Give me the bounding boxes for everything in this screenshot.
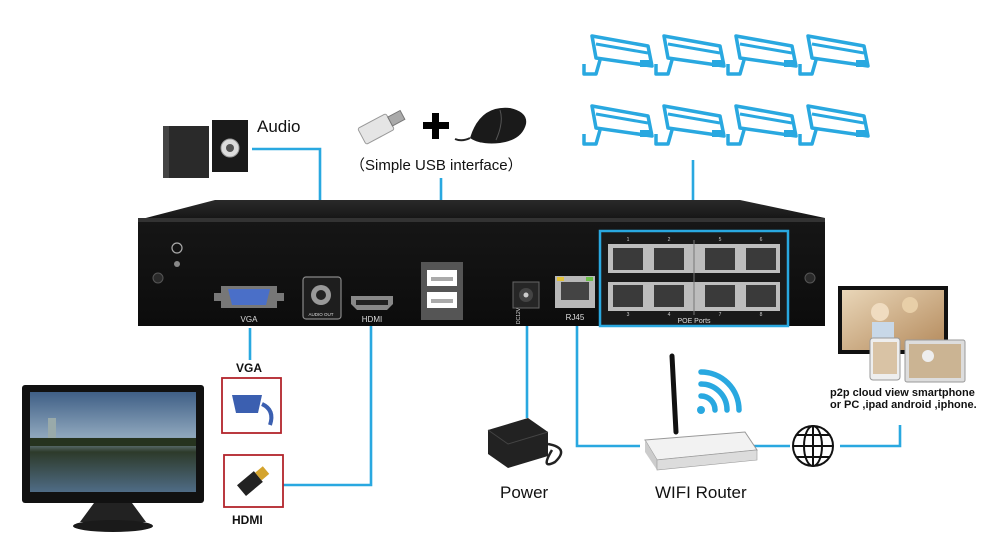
internet-devices-line bbox=[840, 425, 902, 448]
nvr-device: VGA AUDIO OUT HDMI DC12V RJ45 POE Ports … bbox=[138, 200, 825, 328]
p2p-label-line1: p2p cloud view smartphone bbox=[830, 387, 975, 399]
monitor-icon bbox=[22, 385, 204, 532]
p2p-label-line2: or PC ,ipad android ,iphone. bbox=[830, 399, 977, 411]
poe-port-number-7: 7 bbox=[719, 312, 722, 318]
power-adapter-icon bbox=[487, 418, 563, 468]
hdmi-cable-icon bbox=[223, 454, 284, 508]
camera-icon bbox=[654, 34, 726, 76]
rj45-line bbox=[575, 322, 640, 448]
speaker-icon bbox=[163, 120, 248, 178]
globe-icon bbox=[792, 425, 834, 467]
poe-port-number-2: 2 bbox=[668, 237, 671, 243]
rj45-label: RJ45 bbox=[566, 313, 585, 322]
camera-icon bbox=[582, 104, 654, 146]
power-label: Power bbox=[500, 483, 549, 502]
poe-port-number-6: 6 bbox=[760, 237, 763, 243]
vga-port-label: VGA bbox=[241, 315, 259, 324]
reset-icon bbox=[171, 242, 183, 254]
poe-port-number-5: 5 bbox=[719, 237, 722, 243]
dc-jack-icon bbox=[512, 281, 540, 309]
hdmi-port-icon bbox=[351, 296, 393, 310]
vga-cable-icon bbox=[221, 377, 282, 434]
poe-port-number-1: 1 bbox=[627, 237, 630, 243]
wifi-router-label: WIFI Router bbox=[655, 483, 747, 502]
poe-ports-label: POE Ports bbox=[677, 318, 711, 325]
camera-icon bbox=[654, 104, 726, 146]
camera-icon bbox=[582, 34, 654, 76]
hdmi-port-label: HDMI bbox=[362, 315, 382, 324]
camera-icon bbox=[726, 104, 798, 146]
poe-port-number-8: 8 bbox=[760, 312, 763, 318]
audio-label: Audio bbox=[257, 117, 301, 136]
camera-icon bbox=[726, 34, 798, 76]
camera-grid bbox=[582, 34, 870, 146]
usb-interface-label: （Simple USB interface） bbox=[350, 157, 523, 174]
vga-port-icon bbox=[214, 286, 284, 308]
usb-drive-icon bbox=[357, 109, 406, 145]
audio-out-label: AUDIO OUT bbox=[308, 312, 333, 317]
rj45-port-icon bbox=[555, 276, 595, 308]
camera-icon bbox=[798, 34, 870, 76]
plus-icon bbox=[423, 113, 449, 139]
router-icon bbox=[644, 353, 758, 471]
poe-port-number-3: 3 bbox=[627, 312, 630, 318]
vga-label: VGA bbox=[236, 361, 263, 375]
poe-ports-block bbox=[598, 229, 790, 328]
devices-icon bbox=[838, 286, 966, 383]
dc-label: DC12V bbox=[516, 307, 522, 324]
poe-port-number-4: 4 bbox=[668, 312, 671, 318]
audio-port-icon bbox=[302, 276, 342, 320]
usb-ports-icon bbox=[421, 262, 463, 320]
hdmi-label: HDMI bbox=[232, 513, 263, 527]
wifi-icon bbox=[697, 369, 742, 414]
hdmi-line bbox=[282, 322, 373, 487]
mouse-icon bbox=[454, 107, 527, 144]
camera-icon bbox=[798, 104, 870, 146]
